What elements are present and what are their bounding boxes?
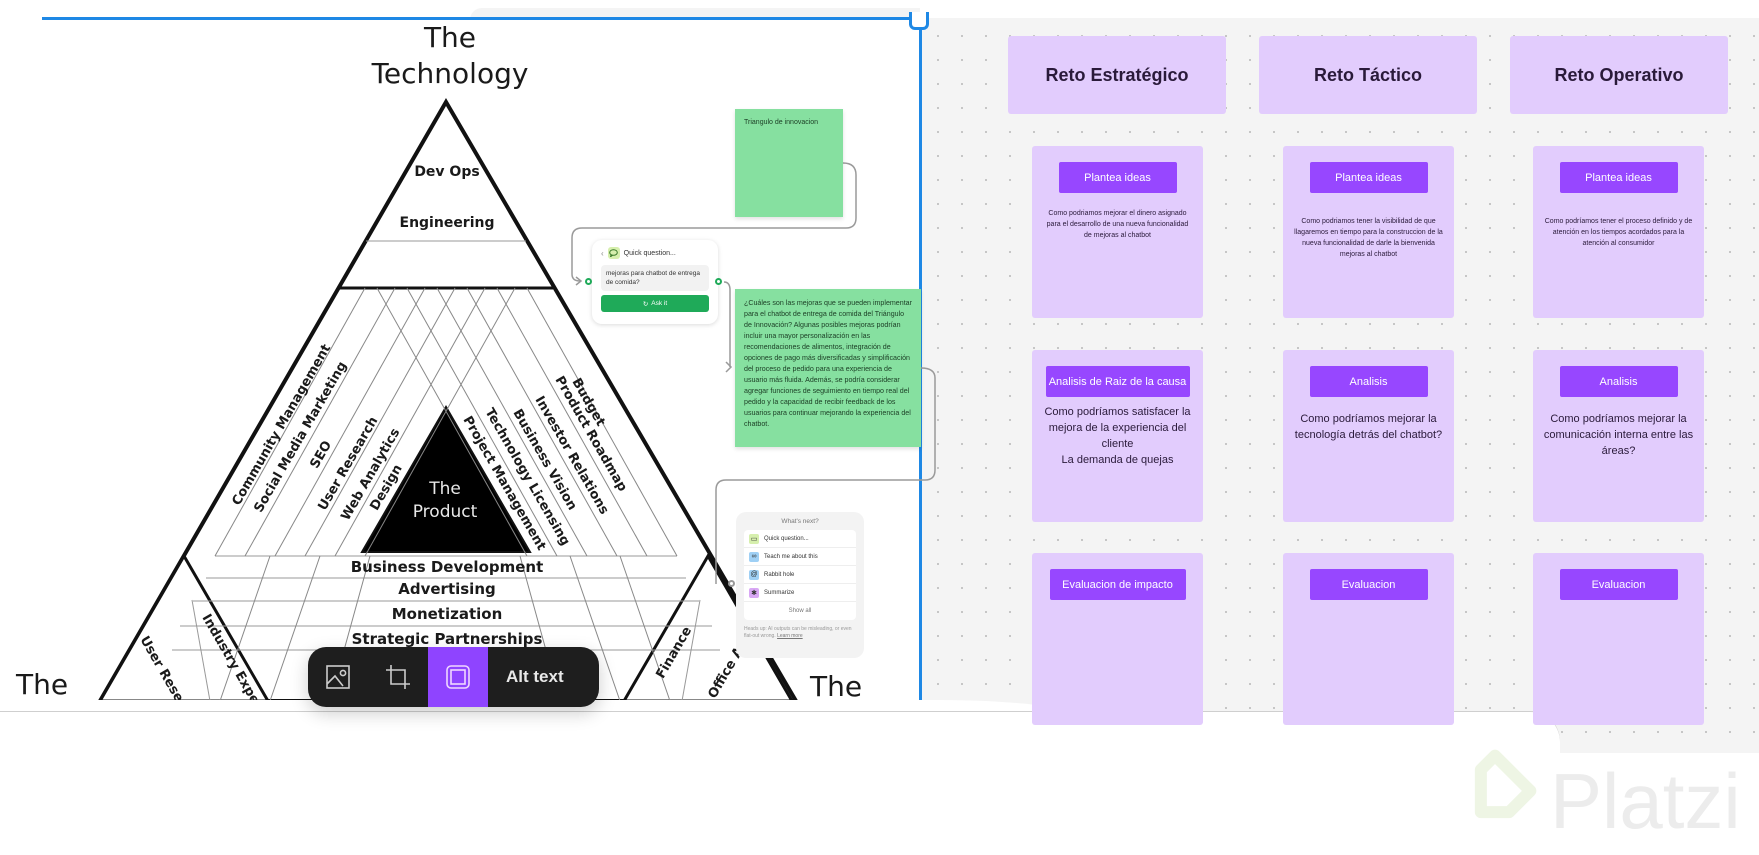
card-tactico-analisis[interactable]: Analisis Como podríamos mejorar la tecno… [1283, 350, 1454, 522]
crop-button[interactable] [368, 647, 428, 707]
widget-port[interactable] [728, 580, 735, 587]
center-line-2: Product [412, 502, 478, 522]
section-devops: Dev Ops [414, 164, 480, 180]
item-label: Summarize [764, 589, 795, 596]
platzi-wordmark: Platzi [1550, 757, 1741, 845]
card-text: Como podríamos mejorar la tecnología det… [1294, 413, 1443, 441]
column-header-tactico[interactable]: Reto Táctico [1259, 36, 1477, 114]
title-line-1: The [423, 21, 477, 54]
card-button[interactable]: Evaluacion de impacto [1049, 569, 1186, 600]
ask-it-label: Ask it [651, 300, 668, 307]
platzi-watermark: Platzi [1474, 749, 1741, 845]
input-port[interactable] [585, 278, 592, 285]
card-operativo-analisis[interactable]: Analisis Como podríamos mejorar la comun… [1533, 350, 1704, 522]
back-chevron-icon[interactable]: ‹ [601, 248, 604, 258]
card-tactico-ideas[interactable]: Plantea ideas Como podriamos tener la vi… [1283, 146, 1454, 318]
column-header-estrategico[interactable]: Reto Estratégico [1008, 36, 1226, 114]
section-engineering: Engineering [399, 215, 495, 231]
show-all-button[interactable]: Show all [788, 608, 812, 614]
disclaimer-text: Heads up: AI outputs can be misleading, … [744, 626, 852, 639]
card-button[interactable]: Evaluacion [1309, 569, 1428, 600]
replace-image-button[interactable] [308, 647, 368, 707]
row-strategic-partnerships: Strategic Partnerships [351, 630, 543, 648]
output-port[interactable] [715, 278, 722, 285]
diagram-title: The Technology [350, 20, 550, 92]
speech-bubble-icon: ▭ [749, 533, 759, 544]
card-operativo-ideas[interactable]: Plantea ideas Como podríamos tener el pr… [1533, 146, 1704, 318]
card-button[interactable]: Plantea ideas [1058, 162, 1177, 193]
card-button[interactable]: Plantea ideas [1309, 162, 1428, 193]
whats-next-item[interactable]: ∞ Teach me about this [744, 548, 856, 566]
whats-next-item[interactable]: @ Rabbit hole [744, 566, 856, 584]
row-business-development: Business Development [350, 558, 544, 576]
card-tactico-evaluacion[interactable]: Evaluacion [1283, 553, 1454, 725]
corner-label-right: The [810, 670, 863, 703]
card-button[interactable]: Analisis de Raiz de la causa [1045, 366, 1190, 397]
card-text: Como podríamos satisfacer la mejora de l… [1044, 406, 1191, 466]
item-label: Quick question... [764, 535, 809, 542]
off-canvas-area [0, 712, 1560, 855]
corner-label-left: The [16, 668, 69, 701]
innovation-triangle-image [96, 98, 800, 703]
card-text: Como podriamos mejorar el dinero asignad… [1046, 210, 1189, 239]
card-text: Como podríamos tener el proceso definido… [1544, 218, 1693, 247]
alt-text-button[interactable]: Alt text [506, 667, 564, 686]
card-estrategico-ideas[interactable]: Plantea ideas Como podriamos mejorar el … [1032, 146, 1203, 318]
card-text: Como podríamos mejorar la comunicación i… [1543, 413, 1694, 457]
product-triangle [360, 405, 532, 553]
item-label: Teach me about this [764, 553, 818, 560]
card-button[interactable]: Analisis [1559, 366, 1678, 397]
card-operativo-evaluacion[interactable]: Evaluacion [1533, 553, 1704, 725]
row-monetization: Monetization [391, 605, 503, 623]
spiral-icon: @ [749, 569, 759, 580]
title-line-2: Technology [371, 57, 529, 90]
row-advertising: Advertising [398, 580, 496, 598]
frame-button[interactable] [428, 647, 488, 707]
image-toolbar: Alt text [308, 647, 599, 707]
whats-next-widget: What's next? ▭ Quick question... ∞ Teach… [736, 512, 864, 658]
quick-question-header: Quick question... [623, 249, 676, 257]
quick-question-widget: ‹ Quick question... mejoras para chatbot… [592, 240, 718, 324]
question-input[interactable]: mejoras para chatbot de entrega de comid… [601, 265, 709, 291]
crop-icon [386, 665, 410, 689]
image-icon [326, 665, 350, 689]
platzi-logo-icon [1474, 749, 1537, 819]
resize-handle[interactable] [909, 12, 929, 30]
ai-disclaimer: Heads up: AI outputs can be misleading, … [744, 626, 856, 640]
whats-next-item[interactable]: ✱ Summarize [744, 584, 856, 602]
product-center-label: The Product [400, 478, 490, 524]
sticky-note-answer[interactable]: ¿Cuáles son las mejoras que se pueden im… [735, 289, 921, 447]
card-button[interactable]: Plantea ideas [1559, 162, 1678, 193]
whats-next-item[interactable]: ▭ Quick question... [744, 530, 856, 548]
speech-bubble-icon [607, 247, 620, 259]
frame-icon [446, 665, 470, 689]
whats-next-title: What's next? [781, 518, 819, 525]
card-button[interactable]: Analisis [1309, 366, 1428, 397]
card-button[interactable]: Evaluacion [1559, 569, 1678, 600]
column-header-operativo[interactable]: Reto Operativo [1510, 36, 1728, 114]
center-line-1: The [429, 479, 461, 499]
item-label: Rabbit hole [764, 571, 795, 578]
chat-bubbles-icon: ∞ [749, 551, 759, 562]
off-canvas-area [1560, 760, 1759, 855]
card-text: Como podriamos tener la visibilidad de q… [1294, 218, 1443, 258]
asterisk-icon: ✱ [749, 587, 759, 598]
card-estrategico-analisis[interactable]: Analisis de Raiz de la causa Como podría… [1032, 350, 1203, 522]
ask-it-button[interactable]: ↻ Ask it [601, 295, 709, 312]
card-estrategico-evaluacion[interactable]: Evaluacion de impacto [1032, 553, 1203, 725]
sticky-note-title[interactable]: Triangulo de innovacion [735, 109, 843, 217]
refresh-icon: ↻ [642, 300, 649, 308]
learn-more-link[interactable]: Learn more [777, 633, 803, 639]
